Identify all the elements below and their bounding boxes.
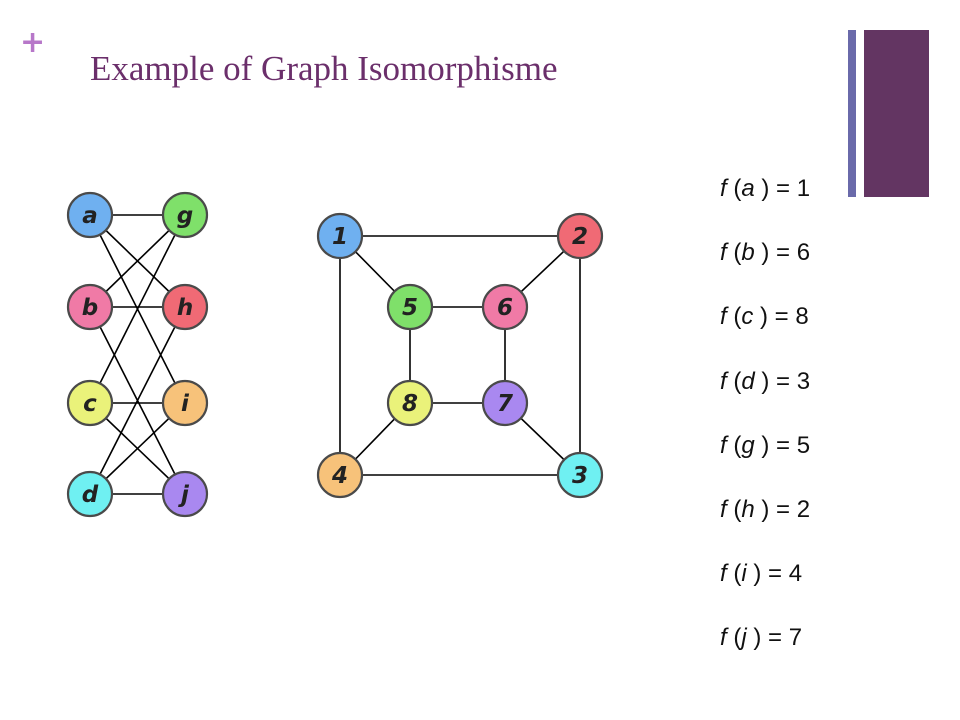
graph-h-node-5 [386,283,434,331]
mapping-value: 2 [796,495,811,523]
graph-h-node-label-5: 5 [402,295,418,321]
graph-h-node-label-1: 1 [332,224,348,250]
graph-h-node-label-2: 2 [572,224,588,250]
mapping-function-symbol: f [720,303,727,331]
mapping-function-symbol: f [720,239,727,267]
mapping-item-d: f (d ) = 3 [720,367,811,395]
isomorphism-mapping-list: f (a ) = 1 f (b ) = 6 f (c ) = 8 f (d ) = 3… [720,175,810,689]
mapping-value: 5 [796,431,811,459]
graph-h-node-label-7: 7 [497,391,513,417]
mapping-item-b: f (b ) = 6 [720,239,811,267]
graph-g-node-c [66,379,114,427]
mapping-value: 7 [788,624,803,652]
graph-g-node-d [66,470,114,518]
graph-h-node-8 [386,379,434,427]
graph-h-node-2 [556,212,604,260]
graph-g-node-label-j: j [178,482,190,508]
mapping-argument: h [741,495,755,523]
graph-h-node-label-4: 4 [331,463,348,489]
graph-g-node-b [66,283,114,331]
mapping-item-a: f (a ) = 1 [720,175,811,202]
mapping-argument: a [741,175,755,202]
mapping-item-c: f (c ) = 8 [720,303,809,331]
mapping-function-symbol: f [720,495,727,523]
mapping-argument: c [741,303,754,331]
accent-bar-thin [848,30,856,197]
mapping-value: 6 [796,239,811,267]
mapping-argument: g [741,431,755,459]
graph-h-node-6 [481,283,529,331]
graph-h-node-1 [316,212,364,260]
graph-h-node-3 [556,451,604,499]
mapping-argument: j [741,624,747,652]
cube-graph: 1 2 3 4 5 6 7 8 [316,212,604,499]
graph-h-node-4 [316,451,364,499]
graph-g-node-label-h: h [177,295,193,321]
graph-g-node-label-i: i [181,391,190,417]
mapping-item-h: f (h ) = 2 [720,495,811,523]
slide-title: Example of Graph Isomorphisme [90,49,558,88]
graph-h-node-label-8: 8 [402,391,418,417]
mapping-argument: d [741,367,755,395]
mapping-function-symbol: f [720,175,727,202]
mapping-function-symbol: f [720,367,727,395]
accent-bar-wide [864,30,929,197]
mapping-value: 4 [788,560,803,588]
graph-g-node-label-a: a [82,203,98,229]
graph-h-node-label-3: 3 [572,463,588,489]
mapping-function-symbol: f [720,431,727,459]
mapping-value: 1 [796,175,811,202]
graph-g-node-h [161,283,209,331]
graph-g-edge-d-h [89,306,186,495]
graph-h-node-label-6: 6 [497,295,513,321]
mapping-item-j: f (j ) = 7 [720,624,803,652]
mapping-function-symbol: f [720,560,727,588]
graph-g-node-g [161,191,209,239]
graph-g-node-label-c: c [83,391,97,417]
mapping-argument: b [741,239,755,267]
mapping-item-i: f (i ) = 4 [720,560,803,588]
graph-g-node-label-b: b [82,295,98,321]
graph-g-node-label-g: g [177,203,193,229]
graph-g-node-label-d: d [82,482,99,508]
graph-g-node-i [161,379,209,427]
title-bullet-plus: + [20,25,46,60]
mapping-function-symbol: f [720,624,727,652]
graph-h-node-7 [481,379,529,427]
bipartite-graph: a b c d g h i j [66,191,209,518]
graph-g-node-a [66,191,114,239]
mapping-value: 3 [796,367,811,395]
mapping-item-g: f (g ) = 5 [720,431,811,459]
graph-g-edge-c-g [89,214,186,404]
graph-g-node-j [161,470,209,518]
mapping-argument: i [741,560,747,588]
mapping-value: 8 [795,303,809,331]
